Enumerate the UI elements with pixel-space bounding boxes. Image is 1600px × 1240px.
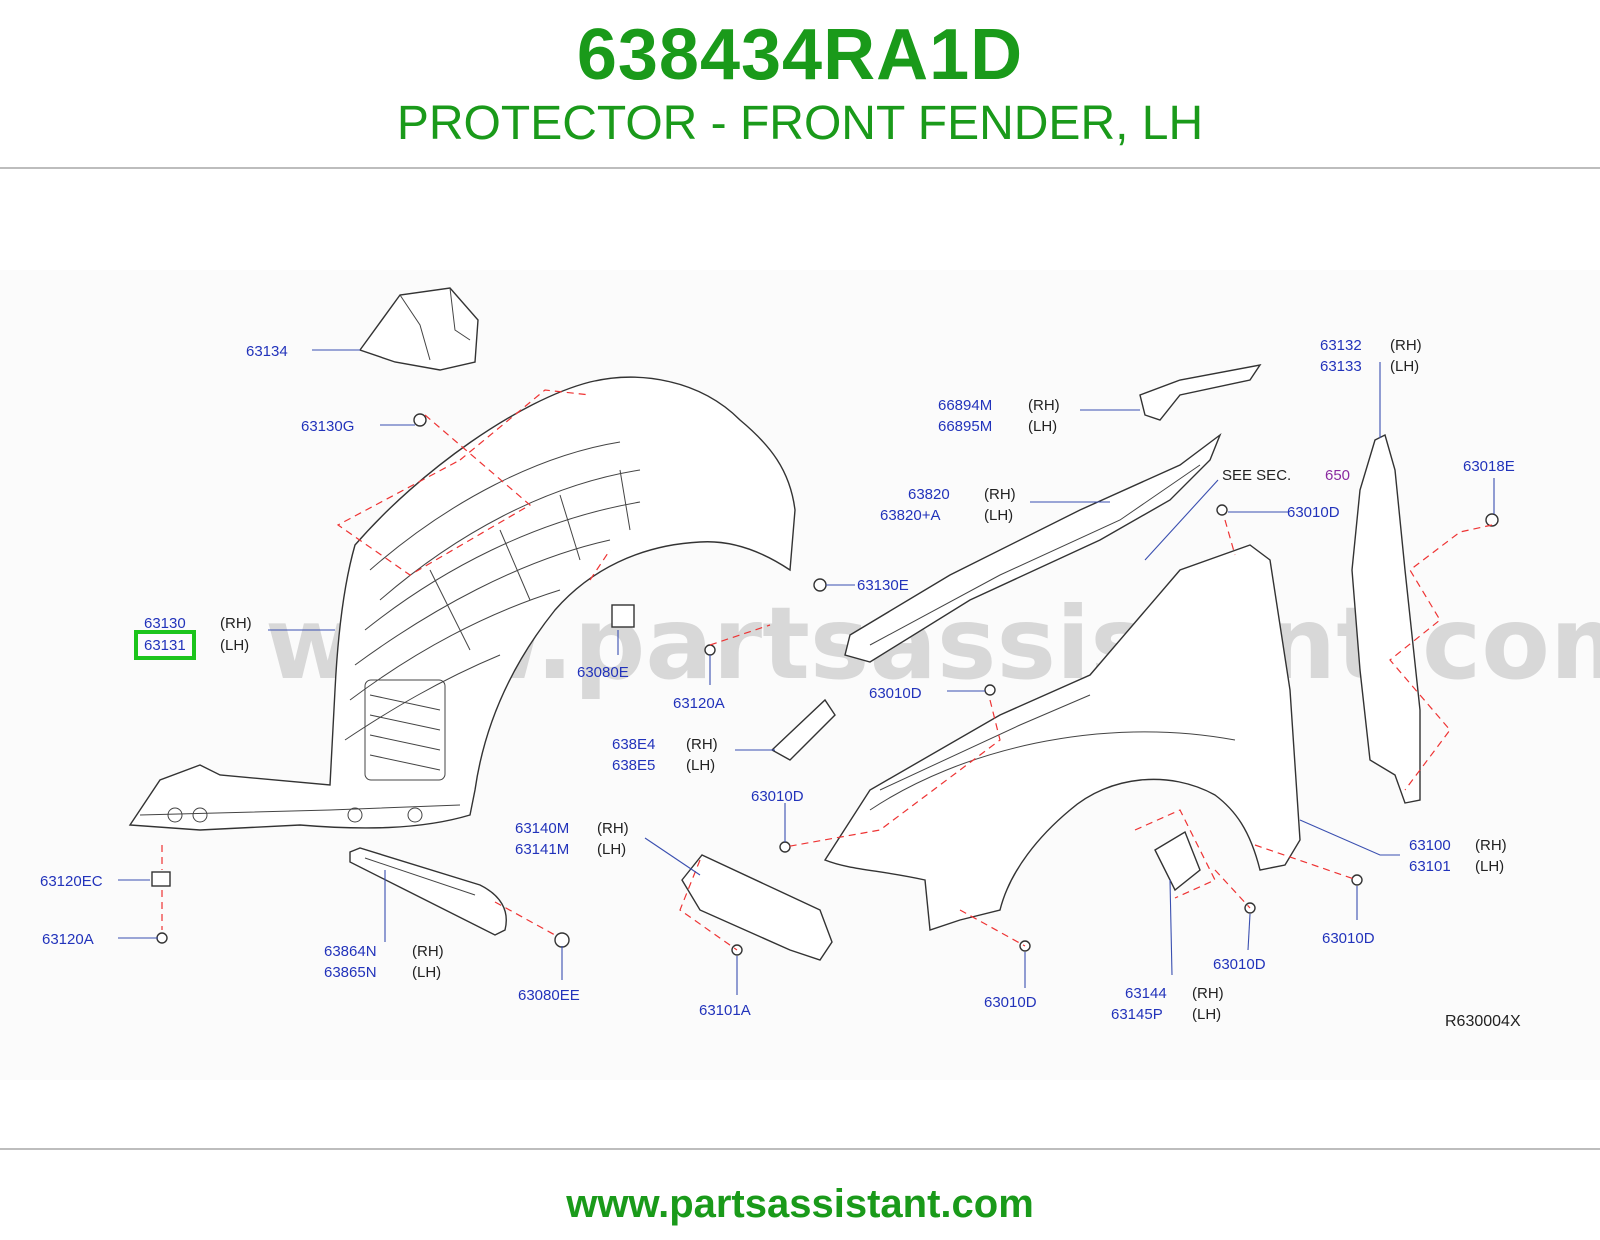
clip-63080e[interactable] (611, 604, 635, 628)
callout-63101a[interactable]: 63101A (699, 1002, 751, 1019)
side-lh: (LH) (1390, 358, 1419, 375)
see-section-link[interactable]: 650 (1325, 467, 1350, 484)
callout-63018e[interactable]: 63018E (1463, 458, 1515, 475)
parts-diagram: www.partsassistant.com (0, 270, 1600, 1080)
63140m-bracket-part[interactable] (681, 854, 833, 961)
callout-63865n[interactable]: 63865N (324, 964, 377, 981)
callout-63141m[interactable]: 63141M (515, 841, 569, 858)
side-lh: (LH) (686, 757, 715, 774)
callout-63140m[interactable]: 63140M (515, 820, 569, 837)
callout-63864n[interactable]: 63864N (324, 943, 377, 960)
side-rh: (RH) (1028, 397, 1060, 414)
callout-63132[interactable]: 63132 (1320, 337, 1362, 354)
66894m-bracket-part[interactable] (1139, 364, 1262, 421)
clip-63120a-mid[interactable] (704, 644, 716, 656)
callout-63120ec[interactable]: 63120EC (40, 873, 103, 890)
63144-bracket-part[interactable] (1154, 830, 1201, 892)
see-section-text: SEE SEC. (1222, 467, 1291, 484)
callout-63131-selected[interactable]: 63131 (144, 637, 186, 654)
clip-63010d-right[interactable] (1351, 874, 1363, 886)
footer-divider (0, 1148, 1600, 1150)
callout-66895m[interactable]: 66895M (938, 418, 992, 435)
callout-63820a[interactable]: 63820+A (880, 507, 940, 524)
callout-63820[interactable]: 63820 (908, 486, 950, 503)
clip-63018e[interactable] (1485, 513, 1499, 527)
clip-63010d-left[interactable] (779, 841, 791, 853)
callout-63145p[interactable]: 63145P (1111, 1006, 1163, 1023)
part-number-title: 638434RA1D (576, 15, 1024, 95)
side-rh: (RH) (686, 736, 718, 753)
side-rh: (RH) (220, 615, 252, 632)
side-lh: (LH) (1192, 1006, 1221, 1023)
clip-63010d-mid[interactable] (984, 684, 996, 696)
clip-63010d-top[interactable] (1216, 504, 1228, 516)
callout-63010d-bottom[interactable]: 63010D (984, 994, 1037, 1011)
callout-63130e[interactable]: 63130E (857, 577, 909, 594)
side-lh: (LH) (1028, 418, 1057, 435)
callout-63120a-left[interactable]: 63120A (42, 931, 94, 948)
clip-63120a-left[interactable] (156, 932, 168, 944)
clip-63080ee[interactable] (554, 932, 570, 948)
callout-63010d-right[interactable]: 63010D (1322, 930, 1375, 947)
callout-63144[interactable]: 63144 (1125, 985, 1167, 1002)
callout-63120a-mid[interactable]: 63120A (673, 695, 725, 712)
side-rh: (RH) (984, 486, 1016, 503)
side-lh: (LH) (412, 964, 441, 981)
clip-63130e[interactable] (813, 578, 827, 592)
callout-63010d-mid[interactable]: 63010D (869, 685, 922, 702)
callout-63080ee[interactable]: 63080EE (518, 987, 580, 1004)
callout-63134[interactable]: 63134 (246, 343, 288, 360)
part-description: PROTECTOR - FRONT FENDER, LH (396, 97, 1204, 150)
side-lh: (LH) (984, 507, 1013, 524)
callout-638e5[interactable]: 638E5 (612, 757, 655, 774)
diagram-reference: R630004X (1445, 1013, 1521, 1030)
callout-66894m[interactable]: 66894M (938, 397, 992, 414)
callout-63080e[interactable]: 63080E (577, 664, 629, 681)
63820-seal-part[interactable] (844, 432, 1222, 663)
638e4-part[interactable] (770, 698, 836, 761)
callout-63130[interactable]: 63130 (144, 615, 186, 632)
callout-63100[interactable]: 63100 (1409, 837, 1451, 854)
callout-638e4[interactable]: 638E4 (612, 736, 655, 753)
side-rh: (RH) (412, 943, 444, 960)
callout-63101[interactable]: 63101 (1409, 858, 1451, 875)
side-lh: (LH) (1475, 858, 1504, 875)
clip-63120ec[interactable] (151, 871, 171, 887)
side-rh: (RH) (1390, 337, 1422, 354)
63132-insulator-part[interactable] (1351, 433, 1421, 804)
side-rh: (RH) (1192, 985, 1224, 1002)
side-rh: (RH) (1475, 837, 1507, 854)
clip-63130g[interactable] (413, 413, 427, 427)
callout-63010d-top[interactable]: 63010D (1287, 504, 1340, 521)
side-lh: (LH) (597, 841, 626, 858)
highlight-box (134, 630, 196, 660)
side-lh: (LH) (220, 637, 249, 654)
side-rh: (RH) (597, 820, 629, 837)
callout-63010d-bracket[interactable]: 63010D (1213, 956, 1266, 973)
front-fender-part[interactable] (823, 544, 1301, 931)
callout-63010d-left[interactable]: 63010D (751, 788, 804, 805)
callout-63130g[interactable]: 63130G (301, 418, 354, 435)
63134-pad-part[interactable] (358, 287, 479, 371)
fender-liner-part[interactable] (128, 376, 796, 831)
63864n-strip-part[interactable] (349, 847, 507, 936)
header-divider (0, 167, 1600, 169)
callout-63133[interactable]: 63133 (1320, 358, 1362, 375)
website-link[interactable]: www.partsassistant.com (566, 1182, 1034, 1226)
